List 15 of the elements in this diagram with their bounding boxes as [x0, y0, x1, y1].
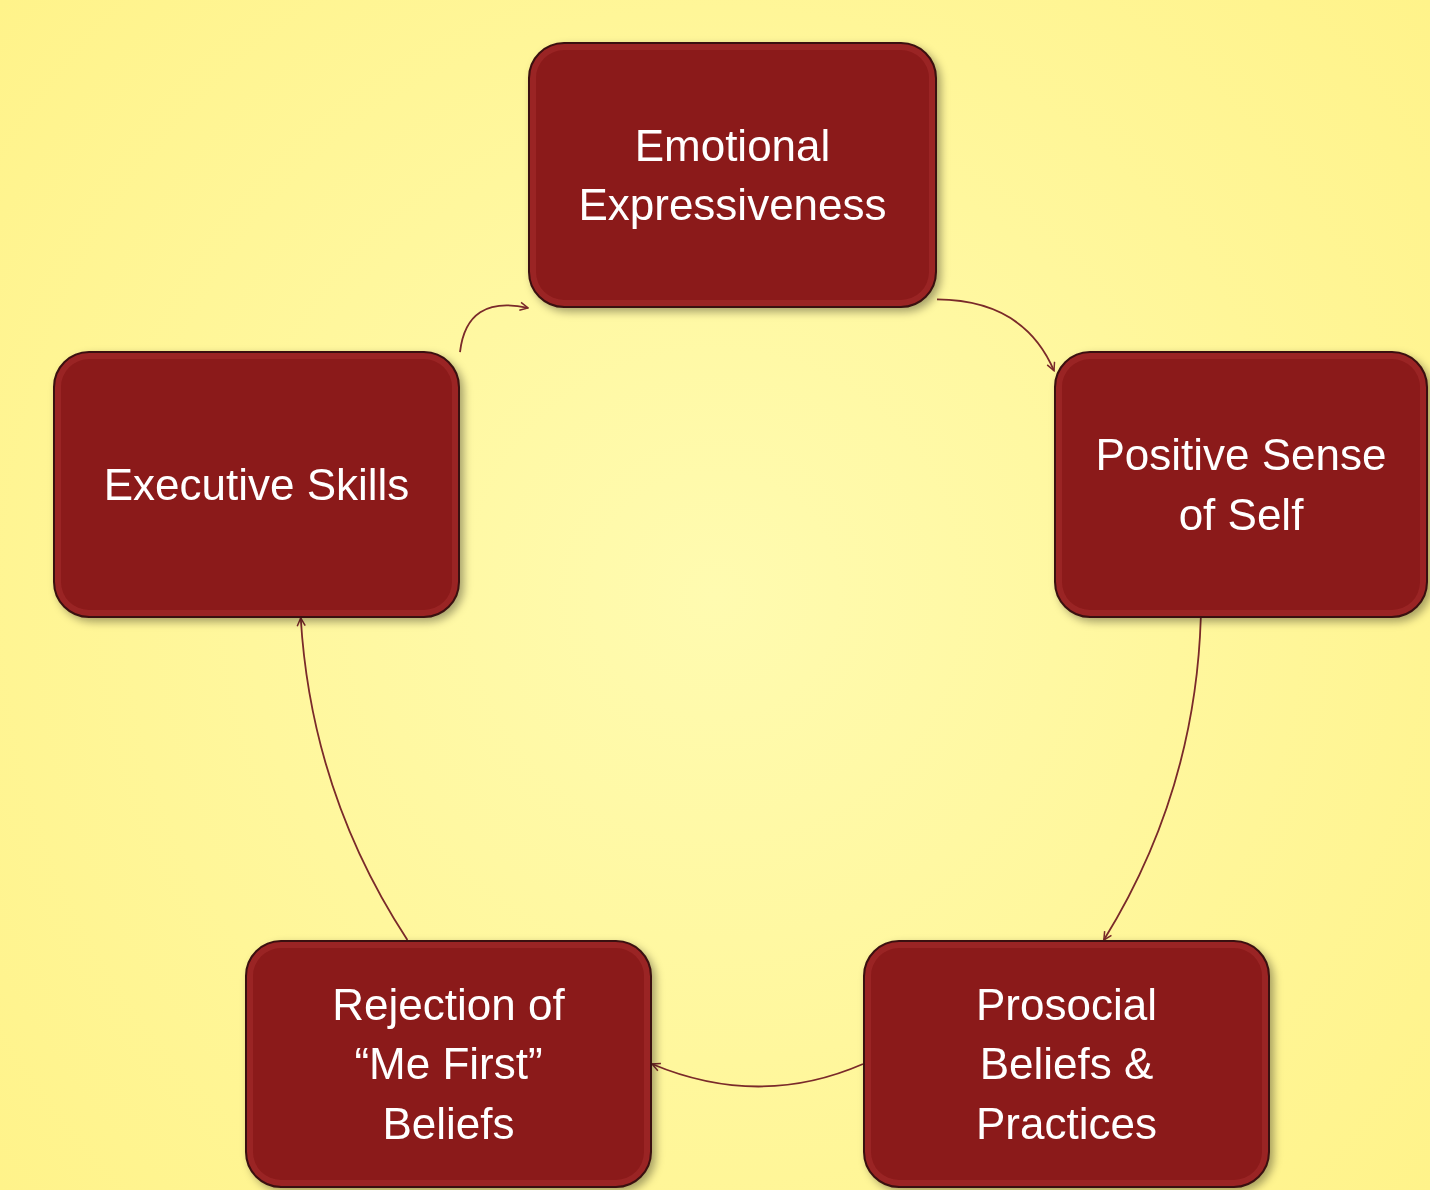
box-label: Rejection of “Me First” Beliefs — [331, 978, 566, 1150]
box-label: Positive Sense of Self — [1094, 429, 1388, 541]
rounded-box — [863, 940, 1270, 1188]
curved-arrow — [296, 617, 409, 941]
curved-arrow — [459, 301, 529, 354]
rounded-box — [528, 42, 937, 308]
curved-arrow — [651, 1062, 864, 1088]
rounded-box — [245, 940, 652, 1188]
curved-arrow — [936, 298, 1055, 372]
curved-arrow — [1102, 617, 1202, 941]
box-label: Executive Skills — [103, 458, 410, 511]
rounded-box — [53, 351, 460, 618]
box-label: Emotional Expressiveness — [577, 119, 888, 231]
rounded-box — [1054, 351, 1428, 618]
box-label: Prosocial Beliefs & Practices — [975, 978, 1158, 1150]
